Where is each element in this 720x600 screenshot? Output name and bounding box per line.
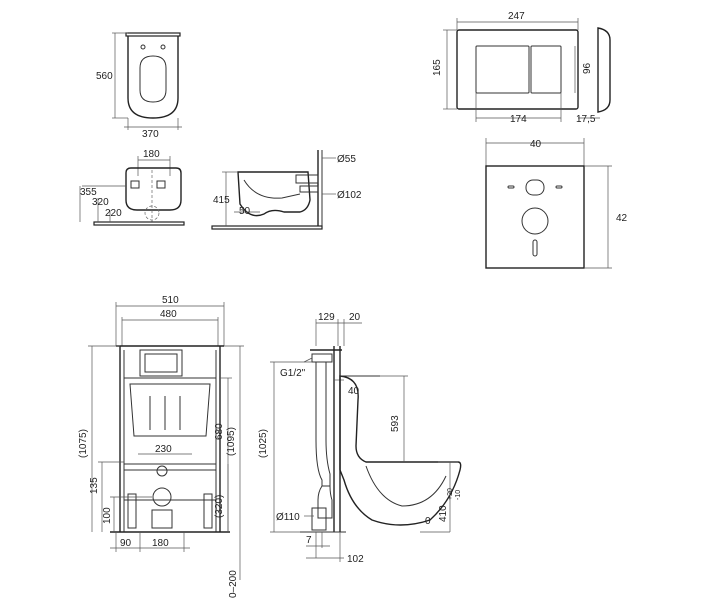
dim-side-20: 20	[349, 312, 361, 323]
dim-side-129: 129	[318, 312, 335, 323]
dim-back-355: 355	[80, 187, 97, 198]
dim-frame-135: 135	[89, 477, 100, 494]
dim-frame-1075: (1075)	[78, 429, 89, 458]
dim-side-410: 410	[438, 505, 449, 522]
dim-frame-1095: (1095)	[226, 427, 237, 456]
dim-side-1025: (1025)	[258, 429, 269, 458]
dim-side-40: 40	[348, 386, 360, 397]
dim-toilet-height: 560	[96, 71, 113, 82]
dim-frame-480: 480	[160, 309, 177, 320]
dim-side-593: 593	[390, 415, 401, 432]
dim-toilet-width: 370	[142, 129, 159, 140]
insulation-pad: 40 42	[485, 138, 628, 269]
dim-back-220: 220	[105, 208, 122, 219]
dim-pad-height: 42	[616, 213, 628, 224]
dim-frame-adjust: 0–200	[228, 570, 239, 598]
dim-side-drain: Ø110	[276, 512, 300, 523]
dim-side-415: 415	[213, 195, 230, 206]
frame-side-view: 129 20 G1/2" 40 (1025) 593 Ø110	[258, 312, 462, 565]
dim-frame-90: 90	[120, 538, 132, 549]
dim-side-zero: 0	[425, 516, 431, 527]
dim-pad-width: 40	[530, 139, 542, 150]
dim-frame-680: 680	[214, 423, 225, 440]
dim-bolt-spacing: 180	[143, 149, 160, 160]
dim-frame-180: 180	[152, 538, 169, 549]
dim-back-320: 320	[92, 197, 109, 208]
frame-front-view: 510 480 230 (1075) 135	[78, 295, 244, 598]
dim-side-7: 7	[306, 535, 312, 546]
dim-frame-510: 510	[162, 295, 179, 306]
dim-frame-320: (320)	[214, 495, 225, 518]
dim-side-102: 102	[347, 554, 364, 565]
dim-plate-height: 165	[432, 59, 443, 76]
flush-plate: 247 165 96 174 17,5	[432, 11, 611, 125]
dim-side-d55: Ø55	[337, 154, 356, 165]
dim-frame-100: 100	[102, 507, 113, 524]
dim-side-d102: Ø102	[337, 190, 362, 201]
toilet-front-view: 560 370	[96, 32, 182, 140]
dim-side-tol-minus: -10	[455, 490, 462, 500]
label-thread: G1/2"	[280, 368, 306, 379]
dim-button-height: 96	[582, 62, 593, 74]
dim-plate-width: 247	[508, 11, 525, 22]
dim-side-tol-plus: +20	[447, 488, 454, 500]
toilet-side-view: 415 50 Ø55 Ø102	[211, 150, 362, 230]
dim-plate-depth: 17,5	[576, 114, 596, 125]
dim-inner-width: 174	[510, 114, 527, 125]
dim-frame-230: 230	[155, 444, 172, 455]
dim-side-50: 50	[239, 206, 251, 217]
toilet-back-view: 180 355 320 220	[79, 149, 185, 226]
